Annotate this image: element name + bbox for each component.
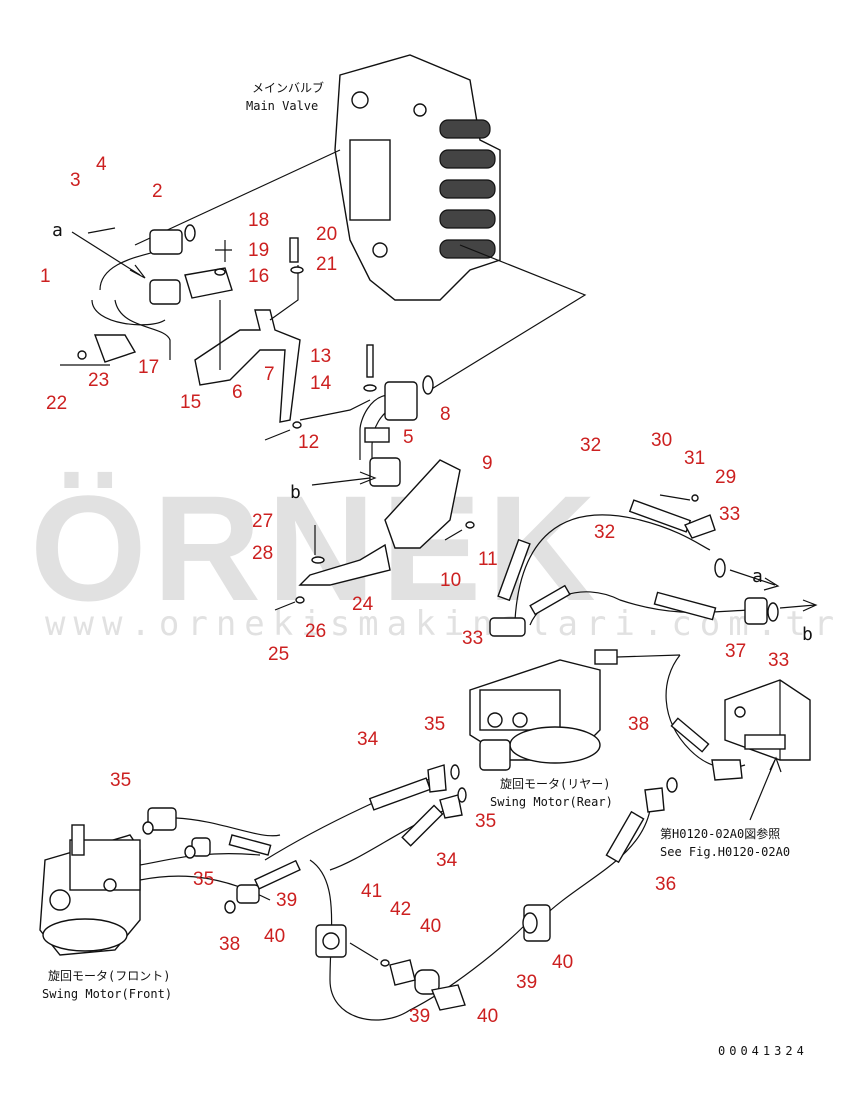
callout-41: 41 bbox=[361, 881, 382, 902]
arrow-markers-right bbox=[729, 569, 818, 612]
callout-26: 26 bbox=[305, 621, 326, 642]
callout-35-rear-lower: 35 bbox=[475, 811, 496, 832]
arrow-markers-left bbox=[71, 231, 377, 486]
callout-42: 42 bbox=[390, 899, 411, 920]
callout-33-upper-right: 33 bbox=[719, 504, 740, 525]
pipe-assembly-left bbox=[60, 224, 233, 366]
callout-8: 8 bbox=[440, 404, 451, 425]
main-valve-label-jp: メインバルブ bbox=[252, 80, 324, 95]
swing-motor-rear-label-jp: 旋回モータ(リヤー) bbox=[500, 777, 610, 791]
watermark-brand: ÖRNEK bbox=[30, 464, 602, 632]
callout-17: 17 bbox=[138, 357, 159, 378]
callout-29: 29 bbox=[715, 467, 736, 488]
callout-2: 2 bbox=[152, 181, 163, 202]
callout-group: 1 2 3 4 5 6 7 8 9 10 11 12 13 14 15 16 1… bbox=[40, 154, 789, 1027]
main-valve bbox=[334, 54, 501, 301]
hose-assembly-lower bbox=[264, 764, 665, 1021]
callout-39-right: 39 bbox=[516, 972, 537, 993]
callout-3: 3 bbox=[70, 170, 81, 191]
callout-7: 7 bbox=[264, 364, 275, 385]
callout-34-lower: 34 bbox=[436, 850, 458, 871]
callout-35-front-lower: 35 bbox=[193, 869, 214, 890]
callout-4: 4 bbox=[96, 154, 107, 175]
callout-31: 31 bbox=[684, 448, 705, 469]
callout-25: 25 bbox=[268, 644, 289, 665]
callout-37: 37 bbox=[725, 641, 746, 662]
callout-10: 10 bbox=[440, 570, 461, 591]
drawing-number: 00041324 bbox=[718, 1044, 808, 1058]
callout-39-bottom: 39 bbox=[409, 1006, 430, 1027]
callout-15: 15 bbox=[180, 392, 201, 413]
callout-33-lower-right: 33 bbox=[768, 650, 789, 671]
callout-40-right: 40 bbox=[552, 952, 573, 973]
arrow-label-a-left: a bbox=[52, 220, 63, 241]
callout-35-front-upper: 35 bbox=[110, 770, 131, 791]
callout-39-left: 39 bbox=[276, 890, 297, 911]
clamp-group bbox=[315, 904, 551, 1011]
callout-19: 19 bbox=[248, 240, 269, 261]
callout-40-left: 40 bbox=[264, 926, 285, 947]
see-fig-label-en: See Fig.H0120-02A0 bbox=[660, 845, 790, 859]
callout-40-center: 40 bbox=[420, 916, 441, 937]
callout-32-upper: 32 bbox=[580, 435, 601, 456]
arrow-label-b-left: b bbox=[290, 482, 301, 503]
reference-block bbox=[724, 679, 811, 821]
callout-40-bottom: 40 bbox=[477, 1006, 498, 1027]
main-valve-label-en: Main Valve bbox=[246, 99, 318, 113]
swing-motor-front-label-jp: 旋回モータ(フロント) bbox=[48, 969, 170, 983]
callout-38-rear: 38 bbox=[628, 714, 649, 735]
callout-21: 21 bbox=[316, 254, 337, 275]
callout-34-upper: 34 bbox=[357, 729, 379, 750]
callout-35-rear-upper: 35 bbox=[424, 714, 445, 735]
callout-38-front: 38 bbox=[219, 934, 240, 955]
arrow-label-b-right: b bbox=[802, 624, 813, 645]
callout-23: 23 bbox=[88, 370, 109, 391]
callout-14: 14 bbox=[310, 373, 332, 394]
bracket-lower bbox=[274, 459, 475, 611]
callout-13: 13 bbox=[310, 346, 331, 367]
hose-assembly-37 bbox=[665, 654, 746, 793]
callout-5: 5 bbox=[403, 427, 414, 448]
callout-1: 1 bbox=[40, 266, 51, 287]
callout-11: 11 bbox=[478, 549, 498, 570]
callout-32-lower: 32 bbox=[594, 522, 615, 543]
swing-motor-rear-label-en: Swing Motor(Rear) bbox=[490, 795, 613, 809]
swing-motor-rear bbox=[469, 649, 681, 771]
callout-6: 6 bbox=[232, 382, 243, 403]
callout-24: 24 bbox=[352, 594, 374, 615]
swing-motor-front-label-en: Swing Motor(Front) bbox=[42, 987, 172, 1001]
swing-motor-front bbox=[39, 807, 301, 956]
bracket-upper bbox=[194, 237, 304, 423]
callout-18: 18 bbox=[248, 210, 269, 231]
callout-16: 16 bbox=[248, 266, 269, 287]
callout-27: 27 bbox=[252, 511, 273, 532]
see-fig-label-jp: 第H0120-02A0図参照 bbox=[660, 826, 780, 841]
callout-33-center: 33 bbox=[462, 628, 483, 649]
hose-assembly-32 bbox=[489, 494, 779, 637]
callout-28: 28 bbox=[252, 543, 273, 564]
pipe-assembly-center bbox=[264, 344, 434, 487]
callout-12: 12 bbox=[298, 432, 319, 453]
callout-36: 36 bbox=[655, 874, 676, 895]
callout-9: 9 bbox=[482, 453, 493, 474]
callout-20: 20 bbox=[316, 224, 337, 245]
callout-30: 30 bbox=[651, 430, 672, 451]
callout-22: 22 bbox=[46, 393, 67, 414]
arrow-label-a-right: a bbox=[752, 566, 763, 587]
watermark-url: www.ornekismakinalari.com.tr bbox=[45, 604, 842, 644]
